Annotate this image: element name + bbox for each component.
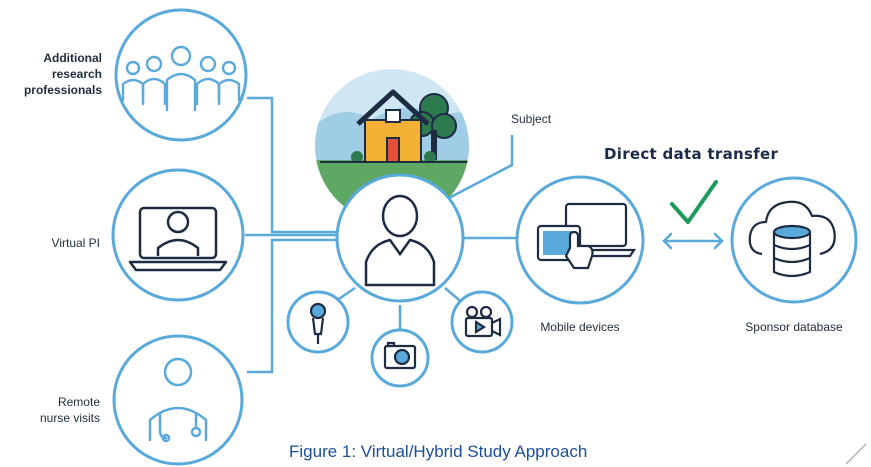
laptop-person-icon [128,206,228,272]
nurse-icon [148,357,208,443]
sponsor-database-node [730,176,858,304]
connector-lines [245,96,520,374]
camera-node [370,328,430,388]
label-virtual-pi: Virtual PI [51,236,100,250]
label-sponsor-database: Sponsor database [745,320,843,334]
figure-caption: Figure 1: Virtual/Hybrid Study Approach [289,442,588,461]
remote-nurse-node [112,334,244,466]
cloud-database-icon [748,200,836,278]
group-people-icon [121,45,241,112]
video-camera-node [450,290,514,354]
mobile-devices-node [515,175,645,305]
label-mobile-devices: Mobile devices [540,320,620,334]
label-direct-data-transfer: Direct data transfer [604,145,779,163]
label-subject: Subject [511,112,552,126]
label-remote-nurse: Remote nurse visits [39,395,100,425]
subject-node [335,173,465,303]
devices-icon [536,202,637,270]
corner-slash [845,443,867,465]
microphone-icon [309,302,327,344]
label-additional-professionals: Additional research professionals [23,51,102,97]
person-icon [364,194,436,287]
video-camera-icon [464,305,502,338]
virtual-pi-node [111,168,245,302]
additional-professionals-node [114,8,248,142]
check-icon [670,180,718,224]
microphone-node [286,290,350,354]
camera-icon [383,341,417,370]
bidirectional-arrow [662,232,724,250]
